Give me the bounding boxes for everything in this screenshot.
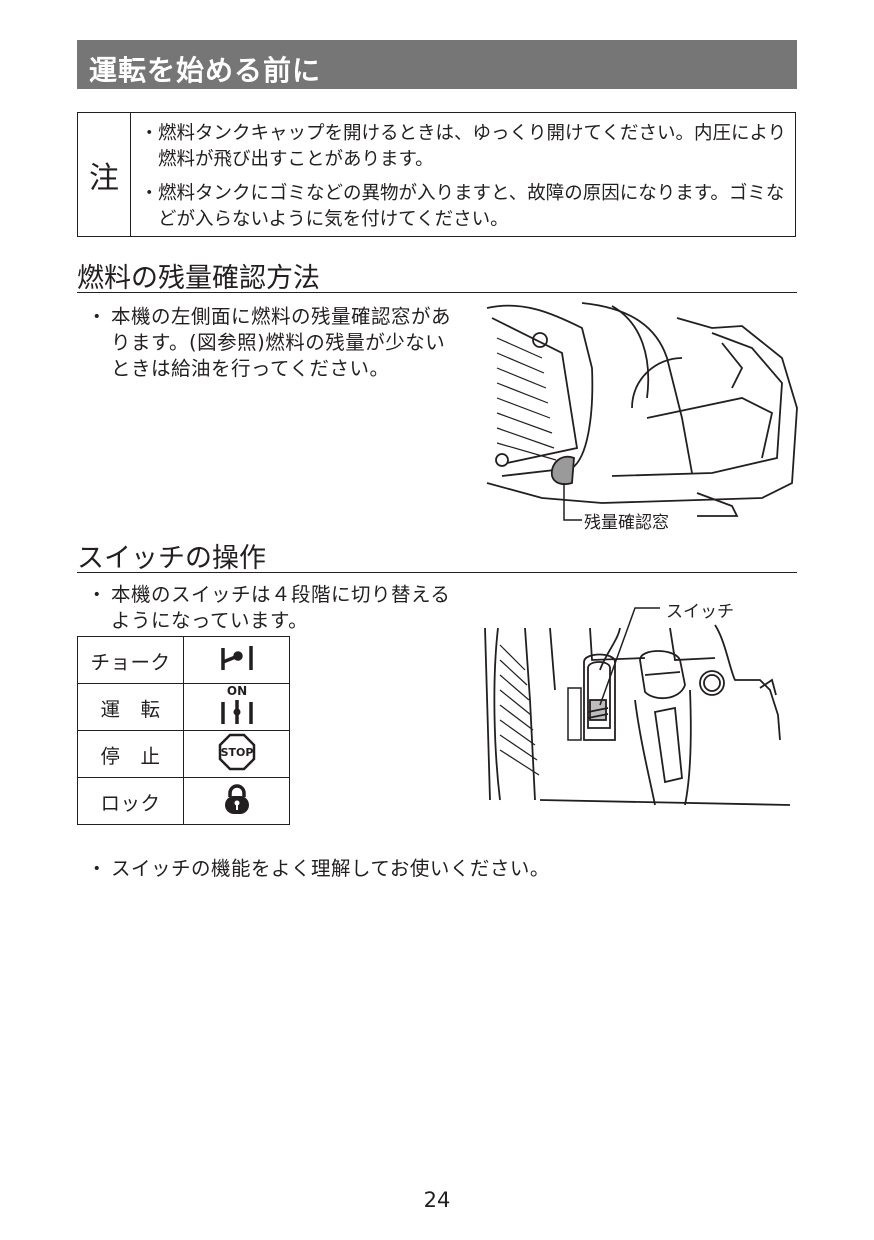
table-row: チョーク (77, 636, 290, 684)
fuel-window-illustration (486, 302, 798, 521)
choke-icon (183, 636, 290, 684)
fuel-paragraph: ・ 本機の左側面に燃料の残量確認窓があります。(図参照)燃料の残量が少ないときは… (87, 304, 462, 382)
on-icon-text: ON (226, 684, 246, 698)
fuel-window-label: 残量確認窓 (584, 513, 669, 533)
fuel-text: 本機の左側面に燃料の残量確認窓があります。(図参照)燃料の残量が少ないときは給油… (111, 305, 452, 380)
caution-text: 燃料タンクキャップを開けるときは、ゆっくり開けてください。内圧により燃料が飛び出… (158, 123, 787, 170)
switch-label: スイッチ (666, 602, 734, 622)
stop-icon: STOP (183, 730, 290, 778)
bullet: ・ (87, 857, 108, 880)
caution-label: 注 (78, 113, 131, 236)
page-number: 24 (423, 1188, 451, 1212)
bullet: ・ (87, 583, 108, 606)
lock-icon (183, 777, 290, 825)
switch-text: 本機のスイッチは４段階に切り替えるようになっています。 (111, 583, 451, 632)
section-rule (77, 292, 797, 294)
switch-paragraph: ・ 本機のスイッチは４段階に切り替えるようになっています。 (87, 582, 462, 634)
section-rule (77, 572, 797, 574)
switch-positions-table: チョーク 運 転 ON 停 止 STOP (77, 636, 290, 825)
on-run-icon: ON (183, 683, 290, 731)
bullet: ・ (140, 183, 159, 204)
page-title: 運転を始める前に (89, 54, 322, 87)
switch-note-text: スイッチの機能をよく理解してお使いください。 (111, 857, 550, 880)
switch-illustration (484, 607, 791, 806)
table-row: 運 転 ON (77, 683, 290, 731)
switch-label-lock: ロック (77, 777, 184, 825)
switch-label-stop: 停 止 (77, 730, 184, 778)
table-row: ロック (77, 777, 290, 825)
switch-label-choke: チョーク (77, 636, 184, 684)
section-header: 運転を始める前に (77, 40, 797, 89)
bullet: ・ (140, 123, 159, 144)
bullet: ・ (87, 305, 108, 328)
switch-label-run: 運 転 (77, 683, 184, 731)
stop-icon-text: STOP (220, 746, 253, 759)
switch-section-title: スイッチの操作 (77, 543, 266, 574)
table-row: 停 止 STOP (77, 730, 290, 778)
fuel-section-title: 燃料の残量確認方法 (77, 263, 320, 294)
switch-note: ・ スイッチの機能をよく理解してお使いください。 (87, 856, 647, 882)
caution-text: 燃料タンクにゴミなどの異物が入りますと、故障の原因になります。ゴミなどが入らない… (158, 183, 785, 230)
caution-box: 注 ・ 燃料タンクキャップを開けるときは、ゆっくり開けてください。内圧により燃料… (77, 112, 796, 237)
